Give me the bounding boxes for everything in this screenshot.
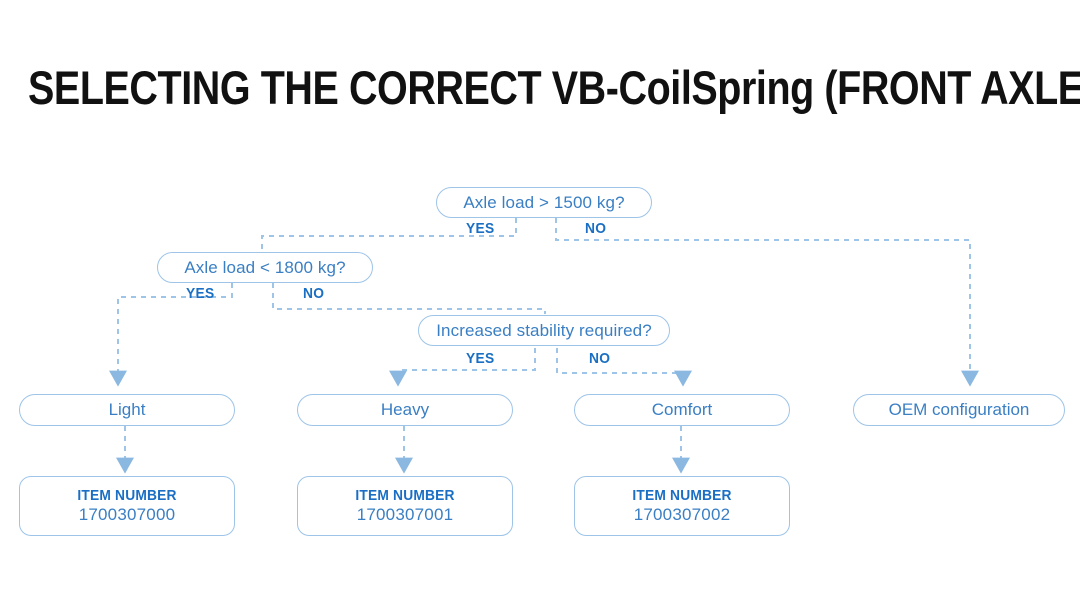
- result-node-heavy[interactable]: Heavy: [297, 394, 513, 426]
- result-node-oem-configuration[interactable]: OEM configuration: [853, 394, 1065, 426]
- item-number-label: ITEM NUMBER: [77, 487, 177, 504]
- branch-label-q2-no: NO: [303, 285, 325, 302]
- item-number-card-heavy[interactable]: ITEM NUMBER 1700307001: [297, 476, 513, 536]
- decision-node-increased-stability[interactable]: Increased stability required?: [418, 315, 670, 346]
- item-number-label: ITEM NUMBER: [632, 487, 732, 504]
- item-number-card-light[interactable]: ITEM NUMBER 1700307000: [19, 476, 235, 536]
- item-number-label: ITEM NUMBER: [355, 487, 455, 504]
- branch-label-q1-no: NO: [585, 220, 607, 237]
- branch-label-q3-no: NO: [589, 350, 611, 367]
- result-node-light[interactable]: Light: [19, 394, 235, 426]
- result-node-comfort[interactable]: Comfort: [574, 394, 790, 426]
- item-number-value: 1700307002: [633, 505, 731, 524]
- branch-label-q2-yes: YES: [186, 285, 215, 302]
- branch-label-q3-yes: YES: [466, 350, 495, 367]
- item-number-value: 1700307001: [356, 505, 454, 524]
- branch-label-q1-yes: YES: [466, 220, 495, 237]
- decision-node-axle-load-1500[interactable]: Axle load > 1500 kg?: [436, 187, 652, 218]
- item-number-value: 1700307000: [78, 505, 176, 524]
- decision-node-axle-load-1800[interactable]: Axle load < 1800 kg?: [157, 252, 373, 283]
- item-number-card-comfort[interactable]: ITEM NUMBER 1700307002: [574, 476, 790, 536]
